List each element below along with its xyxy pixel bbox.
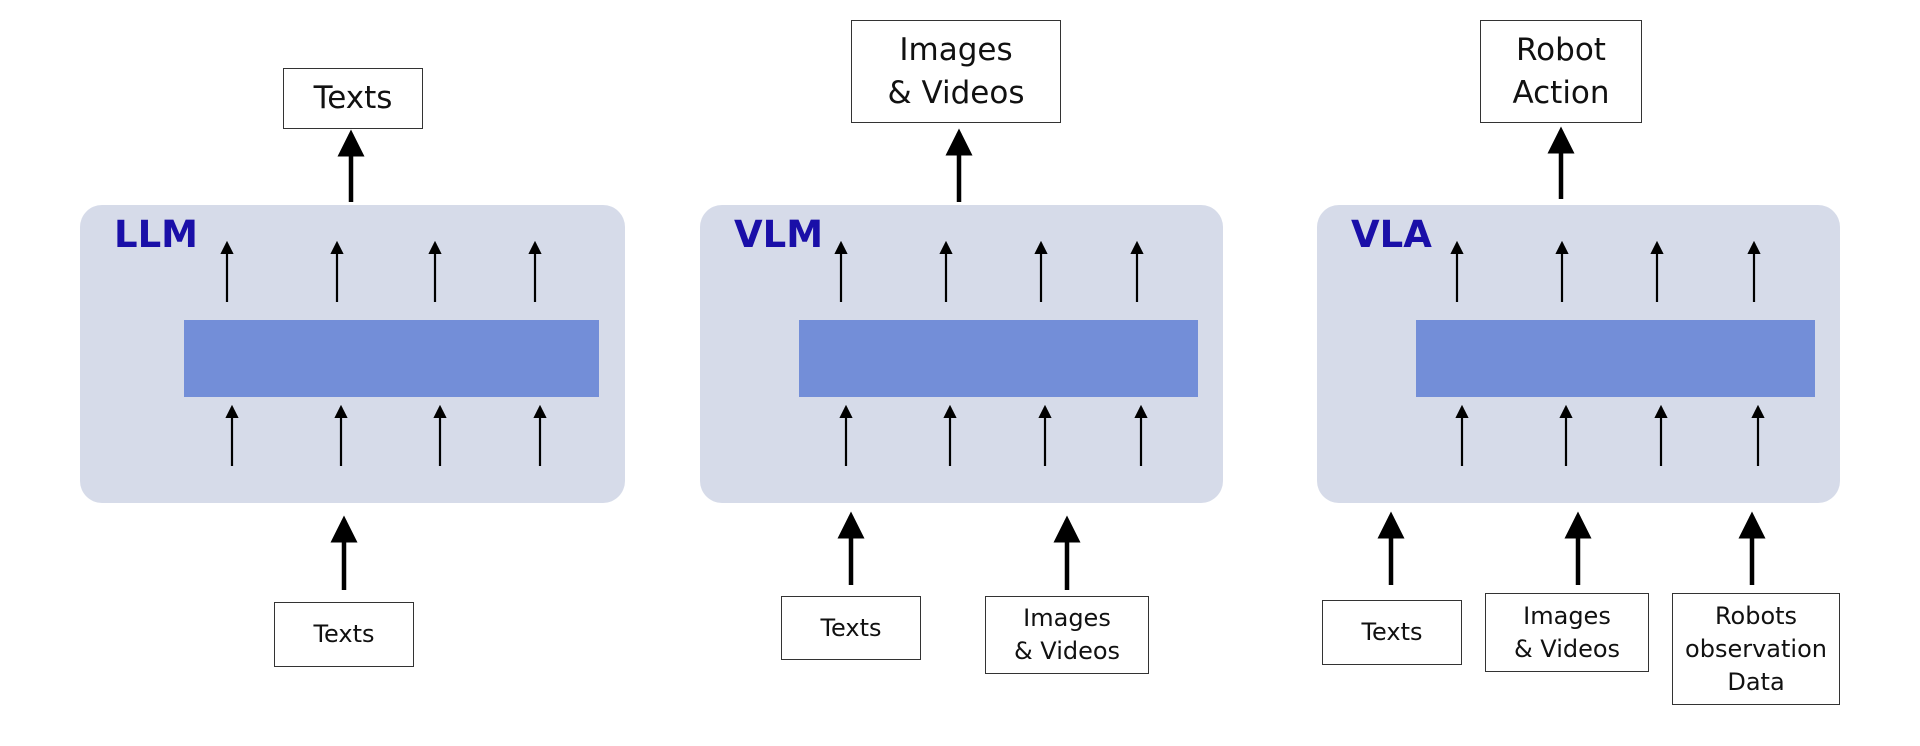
vlm-input-texts-box: Texts xyxy=(781,596,921,660)
vla-output-box: Robot Action xyxy=(1480,20,1642,123)
llm-input-texts-box: Texts xyxy=(274,602,414,667)
vla-label: VLA xyxy=(1351,213,1432,256)
vlm-panel: VLM xyxy=(700,205,1223,503)
vla-input-texts-box: Texts xyxy=(1322,600,1462,665)
llm-transformer-block xyxy=(184,320,599,397)
vla-panel: VLA xyxy=(1317,205,1840,503)
llm-label: LLM xyxy=(114,213,198,256)
vlm-input-images-videos-box: Images & Videos xyxy=(985,596,1149,674)
llm-output-box: Texts xyxy=(283,68,423,129)
vlm-label: VLM xyxy=(734,213,824,256)
vla-input-robot-observation-box: Robots observation Data xyxy=(1672,593,1840,705)
vlm-output-box: Images & Videos xyxy=(851,20,1061,123)
vla-transformer-block xyxy=(1416,320,1815,397)
vlm-transformer-block xyxy=(799,320,1198,397)
vla-input-images-videos-box: Images & Videos xyxy=(1485,593,1649,672)
